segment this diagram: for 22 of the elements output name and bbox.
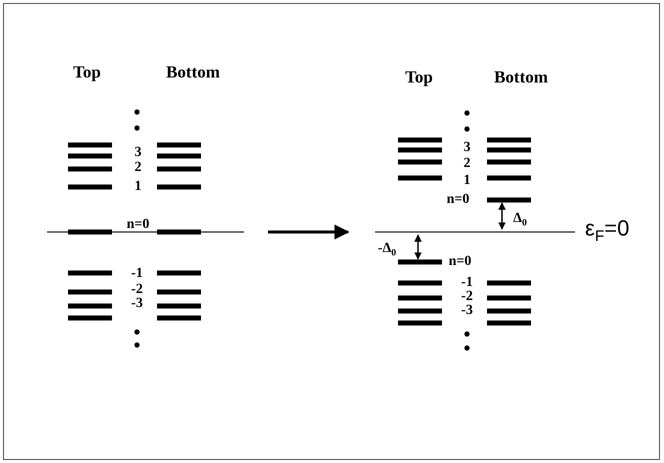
level-index: 3	[134, 146, 142, 160]
fermi-energy-label: ε$_{F}$=0	[585, 218, 630, 244]
column-heading: Bottom	[494, 68, 548, 86]
level-index: 1	[134, 180, 142, 194]
level-index: n=0	[448, 255, 472, 269]
level-index: n=0	[126, 218, 150, 232]
column-heading: Top	[405, 68, 433, 86]
level-index: 2	[134, 161, 142, 175]
level-index: -3	[461, 304, 473, 318]
level-index: -3	[131, 297, 143, 311]
level-index: n=0	[446, 193, 470, 207]
gap-label: -Δ$_{0}$	[378, 242, 396, 258]
level-index: 2	[464, 157, 470, 171]
gap-label: Δ$_{0}$	[513, 212, 527, 228]
level-index: -2	[131, 283, 143, 297]
level-index: -1	[131, 267, 143, 281]
column-heading: Top	[73, 64, 101, 80]
level-index: 1	[464, 174, 470, 188]
level-index: -1	[461, 276, 473, 290]
level-index: 3	[464, 141, 470, 155]
column-heading: Bottom	[166, 64, 220, 80]
level-index: -2	[461, 290, 473, 304]
